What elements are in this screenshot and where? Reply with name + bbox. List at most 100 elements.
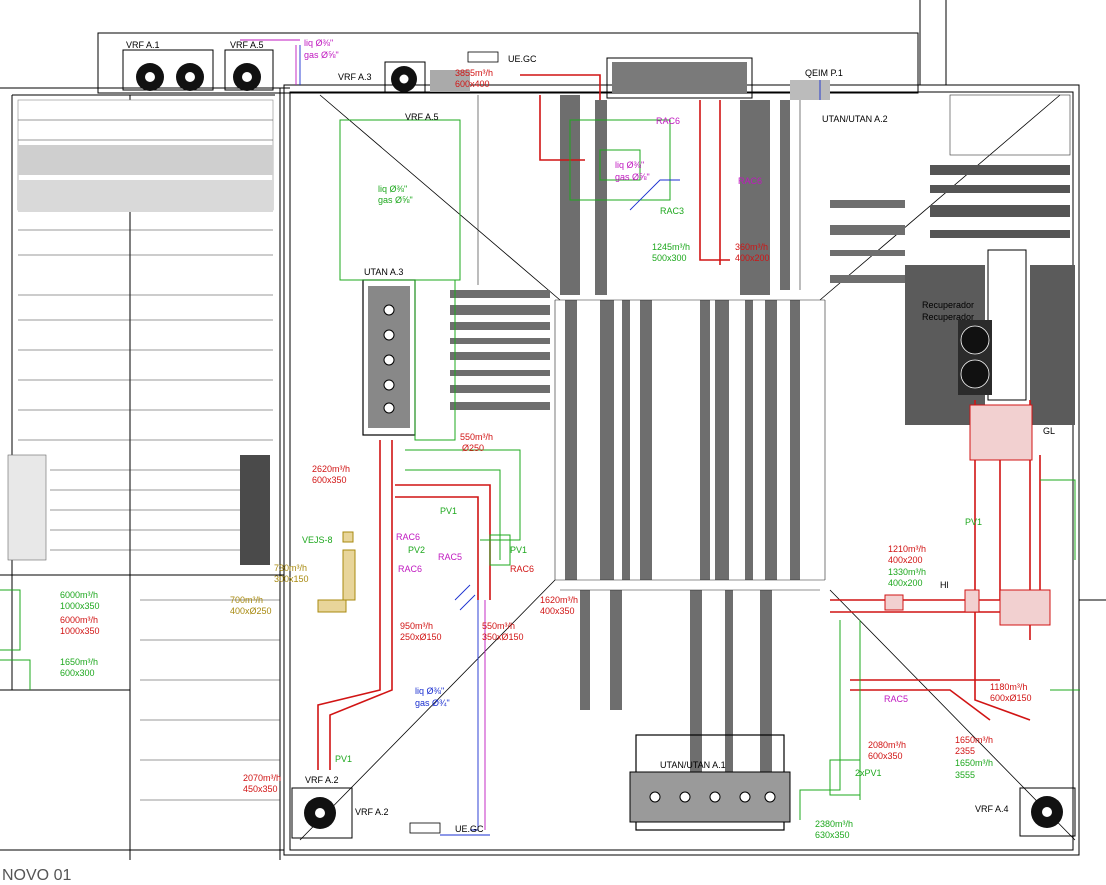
airflow-label: 6000m³/h	[60, 615, 98, 625]
unit-labels: VRF A.1 VRF A.5 VRF A.3 VRF A.2 VRF A.2 …	[126, 40, 1009, 834]
airflow-label: 550m³/h	[482, 621, 515, 631]
pv1-tag: 2xPV1	[855, 768, 882, 778]
vejs-label: VEJS-8	[302, 535, 333, 545]
liq-pipe-mid-label: liq Ø⅜"	[378, 184, 407, 194]
rac5-tag: RAC5	[438, 552, 462, 562]
fresh-air-ducts	[0, 119, 1080, 820]
duct-size-label: Ø250	[462, 443, 484, 453]
ue-gc-top-label: UE.GC	[508, 54, 537, 64]
gas-pipe-center-label: gas Ø⅝"	[615, 172, 650, 182]
gas-pipe-mid-label: gas Ø⅝"	[378, 195, 413, 205]
airflow-label: 2070m³/h	[243, 773, 281, 783]
pv1-tag: PV1	[965, 517, 982, 527]
duct-size-label: 600x300	[60, 668, 95, 678]
pv1-tag: PV1	[440, 506, 457, 516]
vrf-a5-mid-label: VRF A.5	[405, 112, 439, 122]
utan-a3-unit	[362, 279, 416, 436]
airflow-label: 700m³/h	[230, 595, 263, 605]
liq-pipe-top-label: liq Ø⅜"	[304, 38, 333, 48]
left-wing-zones	[7, 99, 274, 565]
vrf-top-row	[122, 49, 426, 93]
pipe-labels: liq Ø⅜" gas Ø⅝" liq Ø⅜" gas Ø⅝" liq Ø⅜" …	[304, 38, 650, 708]
duct-size-label: 400x200	[888, 578, 923, 588]
liq-pipe-bottom-label: liq Ø⅜"	[415, 686, 444, 696]
utan-a2-label: UTAN/UTAN A.2	[822, 114, 888, 124]
airflow-label: 6000m³/h	[60, 590, 98, 600]
duct-size-label: 500x300	[652, 253, 687, 263]
gl-tag: GL	[1043, 426, 1055, 436]
duct-size-label: 250xØ150	[400, 632, 442, 642]
sheet-label: NOVO 01	[2, 867, 71, 884]
airflow-label: 1245m³/h	[652, 242, 690, 252]
roof-diagonals	[299, 94, 1076, 841]
airflow-label: 3855m³/h	[455, 68, 493, 78]
gas-pipe-bottom-label: gas Ø¾"	[415, 698, 450, 708]
airflow-label: 950m³/h	[400, 621, 433, 631]
duct-size-label: 1000x350	[60, 626, 100, 636]
duct-size-label: 1000x350	[60, 601, 100, 611]
fan-icon	[233, 63, 261, 91]
airflow-label: 550m³/h	[460, 432, 493, 442]
hl-tag: Hl	[940, 580, 949, 590]
pv1-tag: PV1	[335, 754, 352, 764]
left-wing-linework	[18, 119, 280, 801]
rac6-tag: RAC6	[656, 116, 680, 126]
airflow-label: 1330m³/h	[888, 567, 926, 577]
vrf-a5-label: VRF A.5	[230, 40, 264, 50]
duct-size-label: 2355	[955, 746, 975, 756]
airflow-label: 730m³/h	[274, 563, 307, 573]
duct-size-label: 600x350	[868, 751, 903, 761]
refrigerant-pipes	[240, 39, 821, 836]
top-equipment-boxes	[430, 57, 830, 100]
vrf-a3-label: VRF A.3	[338, 72, 372, 82]
right-plant-room	[905, 94, 1075, 425]
duct-size-label: 400x350	[540, 606, 575, 616]
duct-size-label: 600x350	[312, 475, 347, 485]
duct-size-label: 400x200	[735, 253, 770, 263]
utan-a1-label: UTAN/UTAN A.1	[660, 760, 726, 770]
rac6-tag: RAC6	[398, 564, 422, 574]
flow-labels: 2620m³/h 600x350 550m³/h Ø250 730m³/h 30…	[60, 68, 1032, 840]
airflow-label: 1210m³/h	[888, 544, 926, 554]
duct-size-label: 300x150	[274, 574, 309, 584]
airflow-label: 360m³/h	[735, 242, 768, 252]
duct-size-label: 600x400	[455, 79, 490, 89]
airflow-label: 1650m³/h	[955, 735, 993, 745]
airflow-label: 2380m³/h	[815, 819, 853, 829]
central-core-lines	[477, 95, 826, 591]
recuperador-a-label: Recuperador	[922, 300, 974, 310]
fan-icon	[1031, 796, 1063, 828]
duct-size-label: 450x350	[243, 784, 278, 794]
fan-icon	[304, 797, 336, 829]
fan-icon	[136, 63, 164, 91]
utan-a3-label: UTAN A.3	[364, 267, 403, 277]
ue-gc-bottom-label: UE.GC	[455, 824, 484, 834]
recuperador-b-label: Recuperador	[922, 312, 974, 322]
liq-pipe-center-label: liq Ø⅜"	[615, 160, 644, 170]
vrf-a2-unit-label: VRF A.2	[355, 807, 389, 817]
pv1-tag: PV1	[510, 545, 527, 555]
rac5-tag: RAC5	[884, 694, 908, 704]
airflow-label: 1620m³/h	[540, 595, 578, 605]
airflow-label: 1650m³/h	[955, 758, 993, 768]
supply-ducts	[317, 74, 1041, 770]
pv2-tag: PV2	[408, 545, 425, 555]
gas-pipe-top-label: gas Ø⅝"	[304, 50, 339, 60]
duct-size-label: 400x200	[888, 555, 923, 565]
vrf-a2-label: VRF A.2	[305, 775, 339, 785]
rac6-tag: RAC6	[510, 564, 534, 574]
duct-size-label: 600xØ150	[990, 693, 1032, 703]
duct-size-label: 350xØ150	[482, 632, 524, 642]
airflow-label: 1180m³/h	[990, 682, 1027, 692]
duct-size-label: 400xØ250	[230, 606, 272, 616]
airflow-label: 1650m³/h	[60, 657, 98, 667]
qeim-label: QEIM P.1	[805, 68, 843, 78]
fan-icon	[176, 63, 204, 91]
duct-fittings	[317, 404, 1051, 626]
central-core-hatching	[450, 95, 905, 820]
rac3-tag: RAC3	[660, 206, 684, 216]
vrf-a1-label: VRF A.1	[126, 40, 160, 50]
vrf-a4-label: VRF A.4	[975, 804, 1009, 814]
rac6-tag: RAC6	[738, 176, 762, 186]
